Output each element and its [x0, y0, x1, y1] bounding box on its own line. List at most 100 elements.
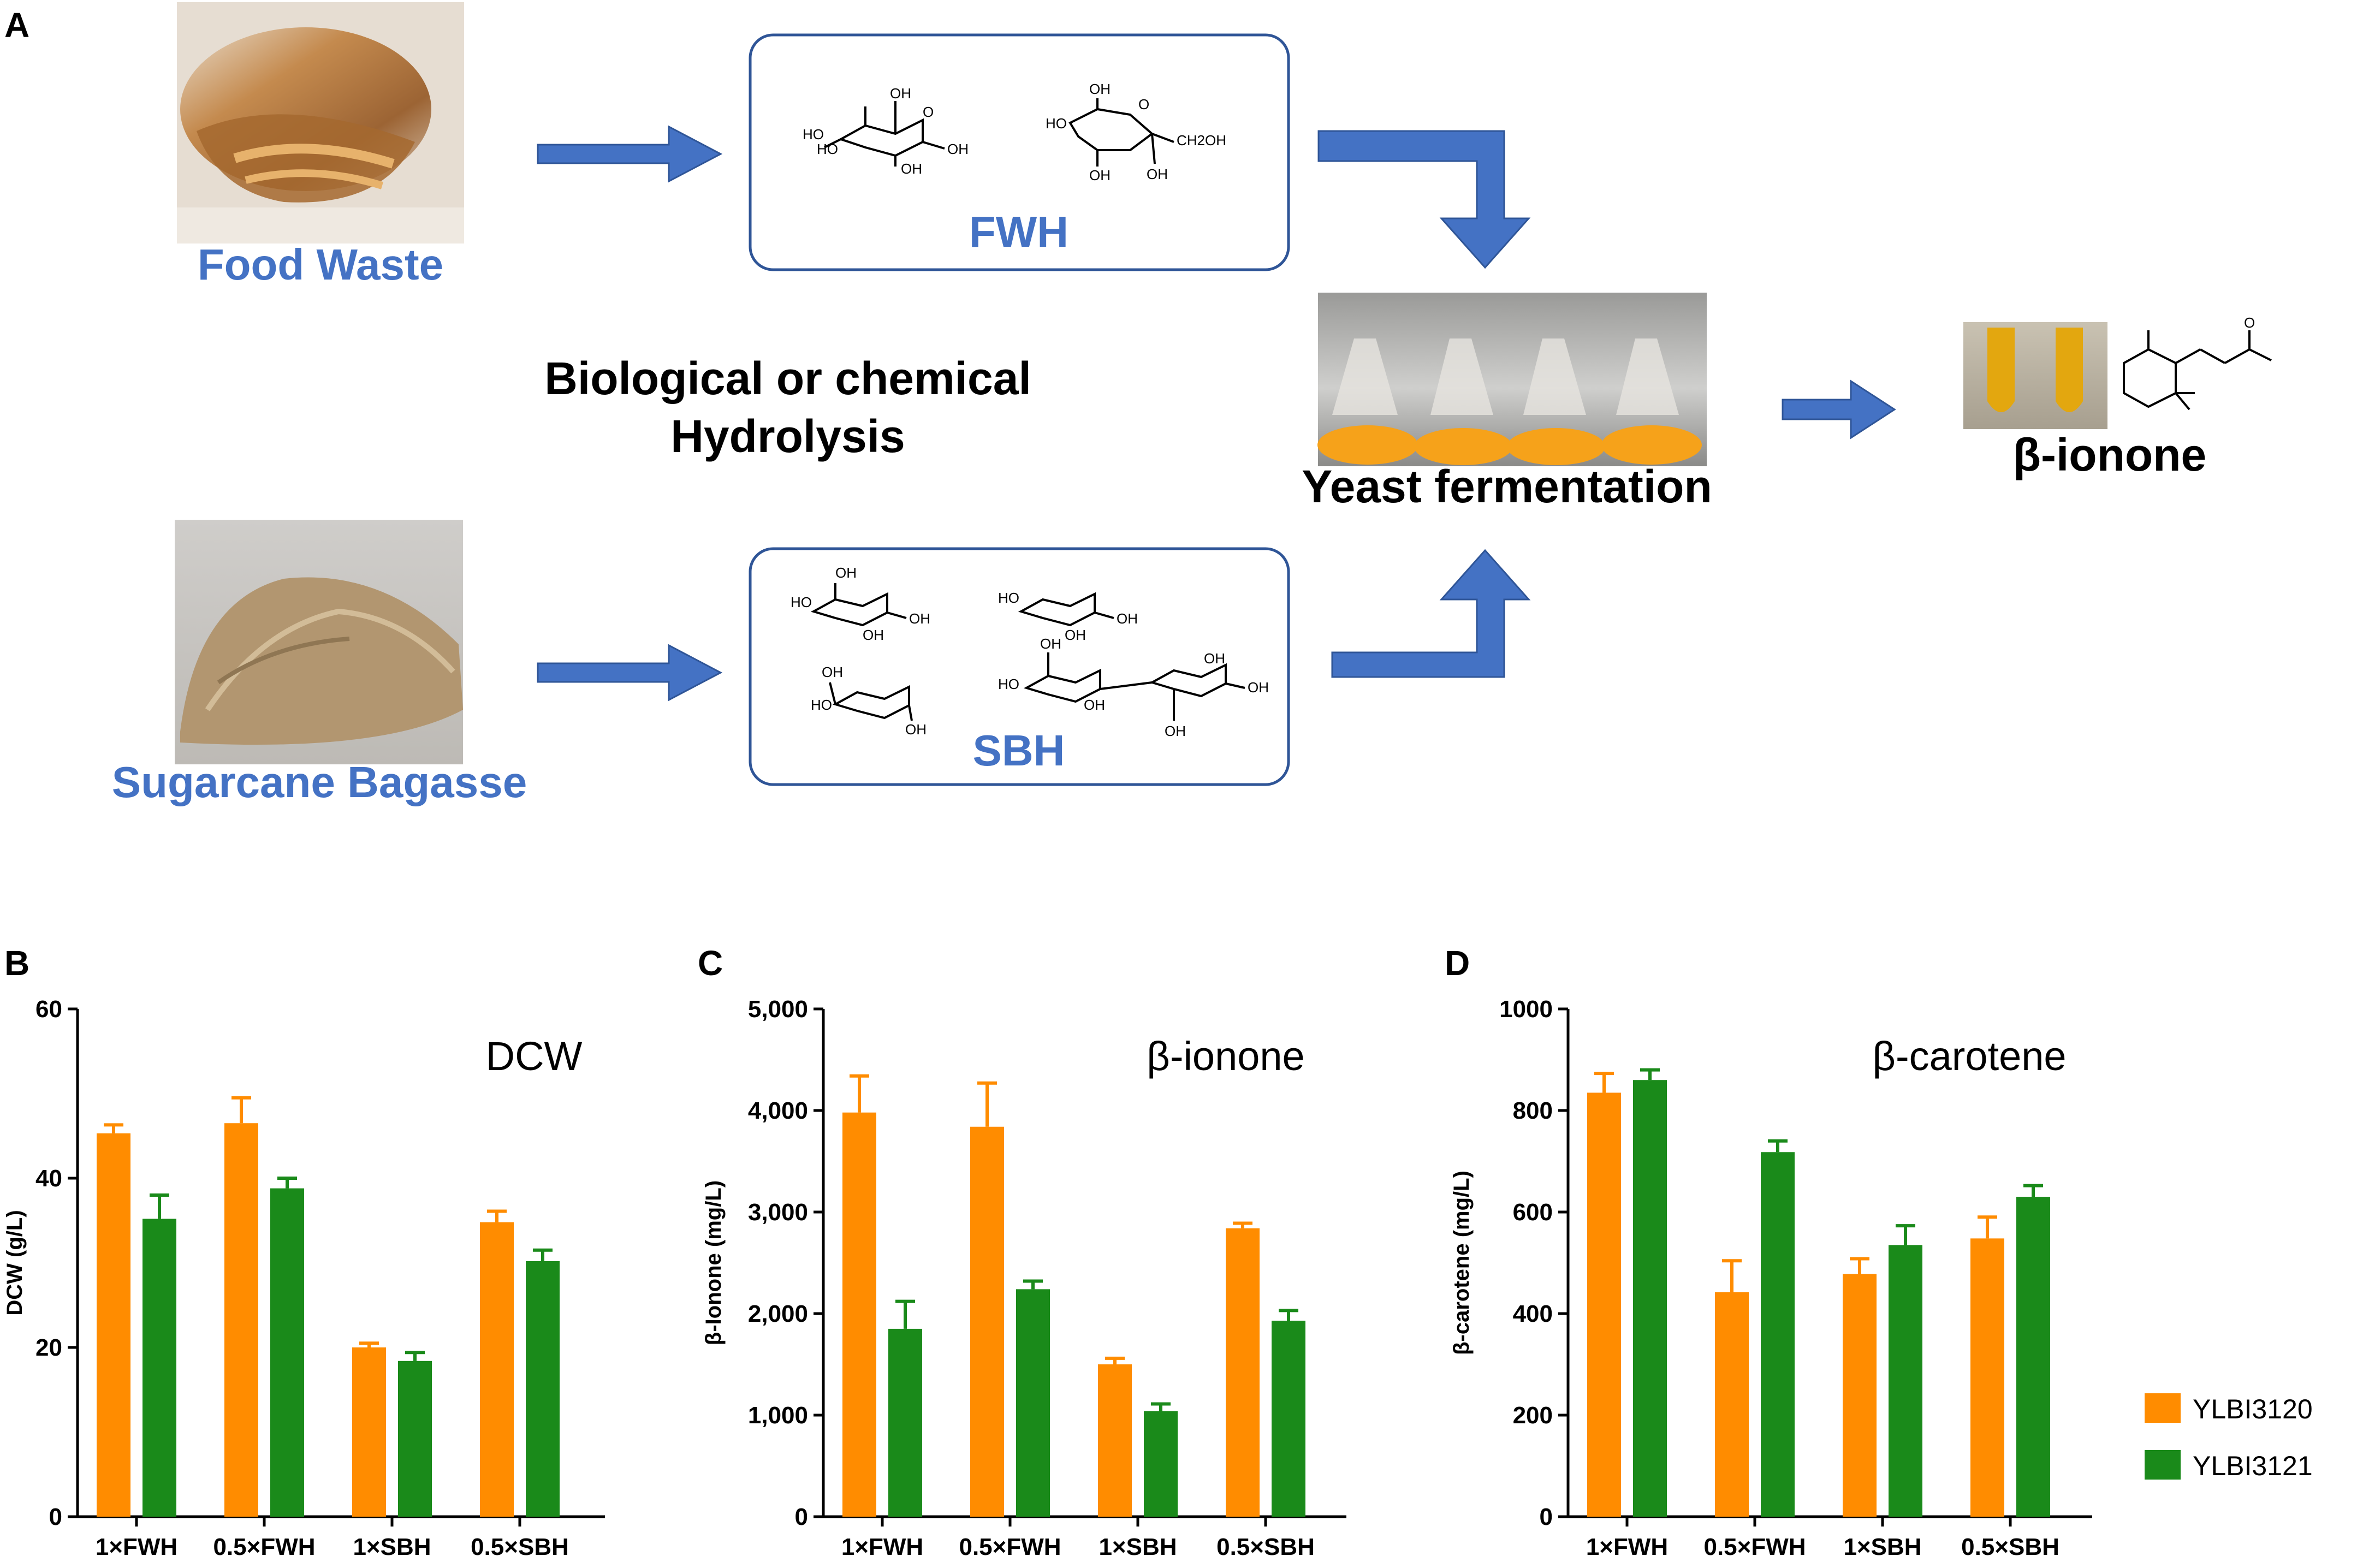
- svg-text:OH: OH: [835, 565, 857, 581]
- y-tick-label: 20: [35, 1334, 62, 1361]
- legend-swatch-ylbi3120: [2145, 1393, 2181, 1423]
- bar-ylbi3120: [1587, 1092, 1621, 1517]
- panel-letter-c: C: [698, 943, 723, 983]
- y-axis-label: β-Ionone (mg/L): [702, 1180, 726, 1345]
- sugarcane-bagasse-label: Sugarcane Bagasse: [112, 758, 527, 806]
- y-tick-label: 3,000: [748, 1199, 808, 1226]
- y-tick-label: 0: [49, 1504, 62, 1530]
- x-tick-label: 0.5×FWH: [959, 1534, 1061, 1560]
- bar-ylbi3121: [526, 1261, 560, 1517]
- x-tick-label: 0.5×FWH: [213, 1534, 315, 1560]
- y-tick-label: 1,000: [748, 1402, 808, 1429]
- y-axis-label: β-carotene (mg/L): [1450, 1171, 1474, 1355]
- y-tick-label: 40: [35, 1165, 62, 1192]
- food-waste-photo: [177, 2, 464, 243]
- panel-letter-d: D: [1445, 943, 1470, 983]
- bar-ylbi3121: [1889, 1245, 1922, 1517]
- svg-text:O: O: [2244, 314, 2255, 331]
- fwh-glucose-structure: HO HO OH OH OH O: [803, 85, 969, 177]
- svg-text:HO: HO: [998, 676, 1019, 692]
- hydrolysis-label-line1: Biological or chemical: [544, 353, 1031, 404]
- food-waste-label: Food Waste: [198, 240, 443, 289]
- fwh-fructose-structure: HO OH O CH2OH OH OH: [1046, 81, 1226, 183]
- legend-swatch-ylbi3121: [2145, 1450, 2181, 1480]
- legend: YLBI3120 YLBI3121: [2145, 1393, 2313, 1481]
- bar-ylbi3121: [2016, 1197, 2050, 1517]
- x-tick-label: 1×SBH: [1843, 1534, 1921, 1560]
- svg-text:HO: HO: [998, 590, 1019, 606]
- svg-text:OH: OH: [1089, 167, 1111, 183]
- arrow-down-bent-icon: [1317, 130, 1531, 269]
- svg-text:HO: HO: [803, 126, 824, 142]
- svg-text:HO: HO: [817, 141, 838, 157]
- bar-ylbi3120: [1970, 1238, 2004, 1517]
- arrow-right-icon: [537, 644, 723, 702]
- legend-label-ylbi3121: YLBI3121: [2193, 1451, 2313, 1481]
- chart-title: DCW: [486, 1034, 583, 1079]
- x-tick-label: 1×FWH: [841, 1534, 923, 1560]
- x-tick-label: 1×FWH: [96, 1534, 177, 1560]
- svg-text:CH2OH: CH2OH: [1177, 132, 1226, 149]
- svg-text:OH: OH: [822, 664, 843, 680]
- svg-text:OH: OH: [1065, 627, 1086, 643]
- product-label: β-ionone: [2013, 429, 2207, 480]
- y-tick-label: 1000: [1499, 996, 1553, 1023]
- panel-a: A Food Waste Sugarcane Bagasse: [4, 2, 2272, 806]
- bar-ylbi3121: [270, 1188, 304, 1517]
- fwh-box: [749, 33, 1290, 271]
- svg-text:OH: OH: [1204, 650, 1225, 667]
- svg-text:OH: OH: [863, 627, 884, 643]
- svg-text:OH: OH: [909, 610, 930, 627]
- bar-ylbi3120: [224, 1123, 258, 1517]
- bar-ylbi3120: [352, 1347, 386, 1517]
- bar-ylbi3120: [97, 1133, 130, 1517]
- svg-text:HO: HO: [811, 697, 832, 713]
- y-tick-label: 800: [1513, 1097, 1553, 1124]
- bar-ylbi3120: [970, 1126, 1004, 1517]
- arrow-up-bent-icon: [1331, 549, 1531, 678]
- svg-text:HO: HO: [791, 594, 812, 610]
- x-tick-label: 1×FWH: [1586, 1534, 1668, 1560]
- bar-ylbi3121: [1761, 1152, 1795, 1517]
- x-tick-label: 1×SBH: [353, 1534, 431, 1560]
- bar-ylbi3120: [1843, 1274, 1877, 1517]
- svg-text:OH: OH: [1165, 723, 1186, 739]
- x-tick-label: 0.5×SBH: [1216, 1534, 1315, 1560]
- svg-text:OH: OH: [1147, 166, 1168, 182]
- x-tick-label: 1×SBH: [1099, 1534, 1177, 1560]
- bar-ylbi3120: [1715, 1292, 1749, 1517]
- y-tick-label: 200: [1513, 1402, 1553, 1429]
- svg-text:O: O: [923, 104, 934, 120]
- svg-text:OH: OH: [1040, 635, 1061, 652]
- y-tick-label: 0: [1540, 1504, 1553, 1530]
- x-tick-label: 0.5×SBH: [1961, 1534, 2059, 1560]
- y-tick-label: 4,000: [748, 1097, 808, 1124]
- fermentation-label: Yeast fermentation: [1302, 461, 1712, 512]
- hydrolysis-label-line2: Hydrolysis: [670, 411, 905, 462]
- svg-text:OH: OH: [947, 141, 969, 157]
- beta-ionone-structure: O: [2123, 314, 2272, 411]
- bar-ylbi3121: [888, 1328, 922, 1517]
- x-tick-label: 0.5×SBH: [471, 1534, 569, 1560]
- arrow-right-icon: [1782, 379, 1896, 439]
- svg-text:O: O: [1138, 96, 1149, 112]
- bar-ylbi3121: [1272, 1321, 1305, 1517]
- svg-text:HO: HO: [1046, 115, 1067, 132]
- svg-text:OH: OH: [1089, 81, 1111, 97]
- svg-text:OH: OH: [1084, 697, 1105, 713]
- fermentation-flasks-photo: [1317, 293, 1707, 466]
- panel-letter-b: B: [4, 943, 29, 983]
- bar-ylbi3121: [1144, 1411, 1178, 1517]
- svg-text:OH: OH: [1248, 679, 1269, 696]
- bar-ylbi3121: [143, 1219, 176, 1517]
- bar-ylbi3120: [1226, 1228, 1260, 1517]
- panel-letter-a: A: [4, 5, 29, 45]
- y-tick-label: 0: [795, 1504, 808, 1530]
- bar-ylbi3121: [1016, 1289, 1050, 1517]
- legend-label-ylbi3120: YLBI3120: [2193, 1394, 2313, 1424]
- product-tubes-photo: [1963, 322, 2107, 429]
- sugarcane-bagasse-photo: [175, 520, 463, 764]
